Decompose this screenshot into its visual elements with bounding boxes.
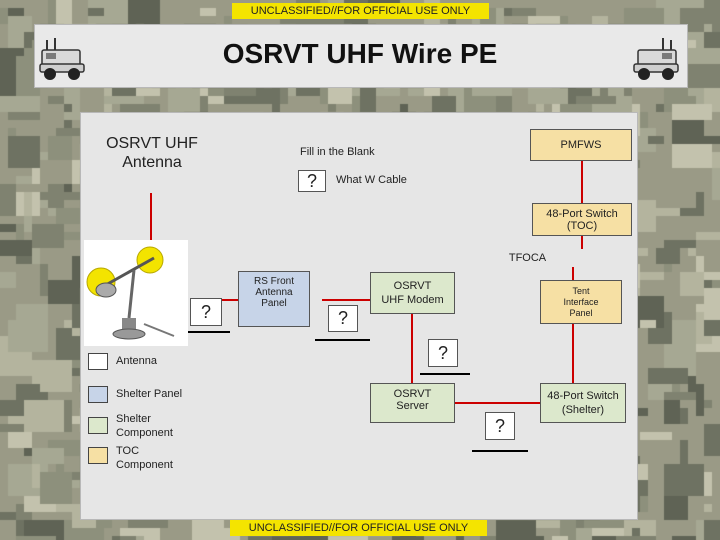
switch-toc-box: 48-Port Switch (TOC) bbox=[532, 203, 632, 236]
classification-banner-top: UNCLASSIFIED//FOR OFFICIAL USE ONLY bbox=[232, 3, 489, 19]
tfoca-label: TFOCA bbox=[508, 252, 547, 264]
question-box-rsfront-cable: ? bbox=[328, 305, 358, 332]
humvee-shelter-icon-left bbox=[39, 38, 85, 80]
legend-swatch-toc-component bbox=[88, 447, 108, 464]
legend-label-toc-component: TOC Component bbox=[116, 445, 173, 471]
legend-question-box: ? bbox=[298, 170, 326, 192]
rs-front-antenna-panel-box: RS Front Antenna Panel bbox=[238, 271, 310, 327]
uhf-antenna-picture bbox=[84, 240, 188, 346]
slide-title: OSRVT UHF Wire PE bbox=[222, 38, 498, 69]
question-box-antenna-cable: ? bbox=[190, 298, 222, 326]
legend-swatch-antenna bbox=[88, 353, 108, 370]
switch-shelter-box: 48-Port Switch (Shelter) bbox=[540, 383, 626, 423]
title-panel bbox=[34, 24, 688, 88]
what-w-cable-label: What W Cable bbox=[336, 174, 407, 186]
legend-label-antenna: Antenna bbox=[116, 355, 157, 367]
question-box-server-cable: ? bbox=[485, 412, 515, 440]
osrvt-uhf-modem-box: OSRVT UHF Modem bbox=[370, 272, 455, 314]
legend-label-shelter-component: Shelter Component bbox=[116, 413, 173, 439]
osrvt-server-box: OSRVT Server bbox=[370, 383, 455, 423]
legend-swatch-shelter-panel bbox=[88, 386, 108, 403]
classification-banner-bottom: UNCLASSIFIED//FOR OFFICIAL USE ONLY bbox=[230, 520, 487, 536]
fill-in-blank-label: Fill in the Blank bbox=[300, 146, 375, 158]
question-box-modem-cable: ? bbox=[428, 339, 458, 367]
legend-swatch-shelter-component bbox=[88, 417, 108, 434]
tent-interface-panel-box: Tent Interface Panel bbox=[540, 280, 622, 324]
pmfws-box: PMFWS bbox=[530, 129, 632, 161]
humvee-shelter-icon-right bbox=[633, 38, 679, 80]
antenna-heading: OSRVT UHF Antenna bbox=[106, 135, 198, 171]
legend-label-shelter-panel: Shelter Panel bbox=[116, 388, 183, 400]
